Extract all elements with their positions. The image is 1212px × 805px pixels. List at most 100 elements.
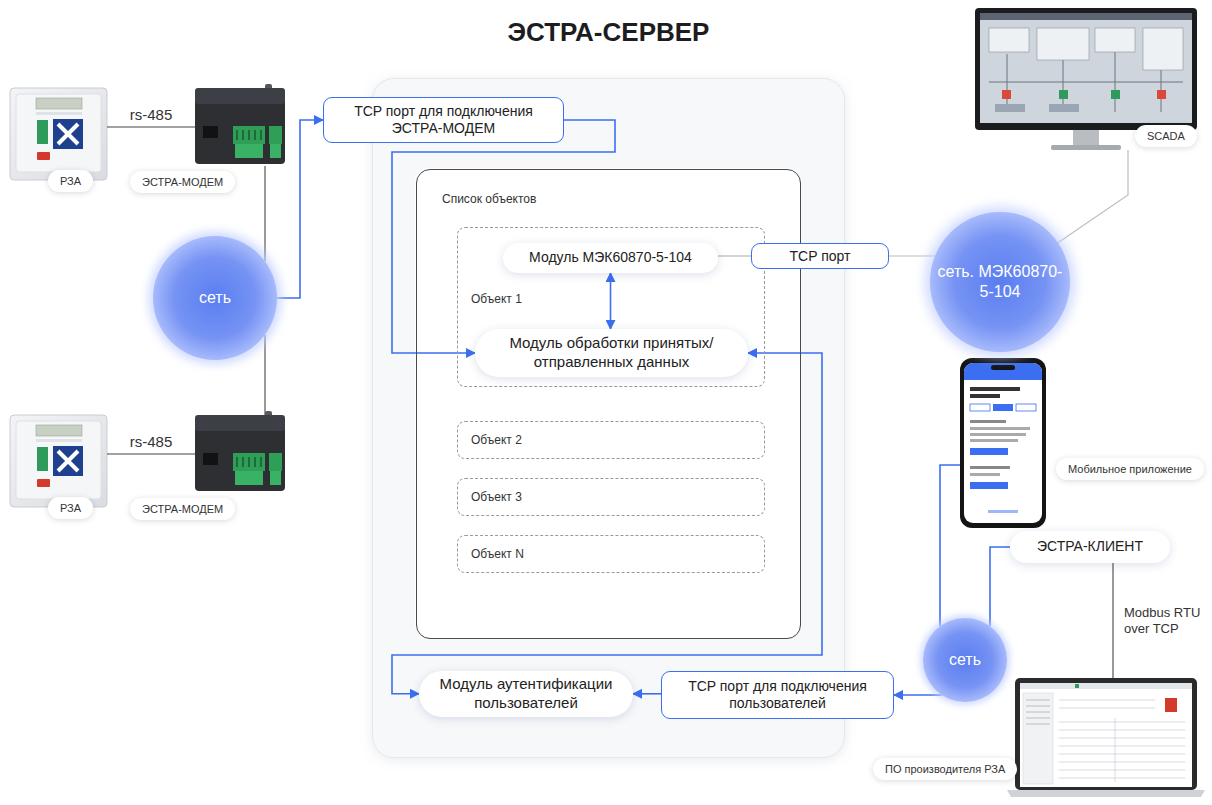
- node-label: Объект 1: [471, 292, 522, 306]
- modem-picture-part: [237, 457, 261, 467]
- phone-picture-part: [970, 394, 1000, 398]
- device-tag: ЭСТРА-МОДЕМ: [130, 498, 235, 520]
- monitor-picture-part: [1051, 145, 1121, 150]
- phone-picture-part: [993, 404, 1013, 411]
- label-box: Объект 2: [471, 433, 522, 447]
- relay-picture-part: [53, 119, 83, 149]
- device-tag: ПО производителя РЗА: [873, 758, 1017, 780]
- phone-picture-part: [970, 482, 1008, 489]
- phone-picture-part: [964, 363, 1042, 523]
- relay-picture-part: [10, 415, 107, 507]
- object-group: Объект 1 Модуль МЭК60870-5-104Модуль обра…: [457, 227, 765, 387]
- monitor-picture-part: [1095, 28, 1135, 52]
- relay-picture-part: [58, 451, 78, 471]
- connector: [940, 465, 960, 626]
- device-tag: ЭСТРА-МОДЕМ: [130, 171, 235, 193]
- modem-picture-part: [269, 453, 282, 471]
- phone-picture-part: [964, 363, 1042, 380]
- laptop: ПО производителя РЗА: [1015, 678, 1197, 798]
- edge-label-box: rs-485: [127, 106, 176, 124]
- circle-outline-part: [923, 618, 1007, 702]
- edge-label-box: rs-485: [127, 433, 176, 451]
- edge-label: rs-485: [130, 106, 173, 124]
- circle-outline: [930, 212, 1070, 352]
- modem-picture-part: [269, 126, 282, 144]
- laptop-picture-part: [1026, 700, 1050, 724]
- edge-label: rs-485: [130, 433, 173, 451]
- monitor-picture-part: [1073, 128, 1099, 147]
- modem-picture-part: [203, 126, 218, 138]
- node-label: ПО производителя РЗА: [885, 763, 1005, 775]
- modem-picture-part: [195, 415, 285, 431]
- phone-picture-part: [988, 510, 1018, 513]
- node-label: Объект 2: [471, 433, 522, 447]
- network-circle: сеть: [153, 236, 277, 360]
- node-label: SCADA: [1147, 130, 1185, 142]
- node-label: РЗА: [60, 175, 81, 187]
- modem-device: ЭСТРА-МОДЕМ: [195, 415, 285, 493]
- scada-monitor: SCADA: [975, 8, 1197, 150]
- phone-picture-part: [970, 420, 1006, 423]
- node-label: ЭСТРА-КЛИЕНТ: [1037, 538, 1143, 556]
- node-label: сеть: [949, 650, 981, 670]
- relay-picture-part: [36, 112, 82, 115]
- connector: [264, 335, 265, 415]
- modem-picture-part: [235, 471, 263, 485]
- phone-picture-part: [970, 427, 1030, 430]
- device-tag: РЗА: [48, 170, 93, 192]
- node-label: сеть: [199, 288, 231, 308]
- connector: [633, 693, 661, 695]
- node-label: ЭСТРА-МОДЕМ: [142, 176, 223, 188]
- phone-picture-part: [970, 448, 1008, 455]
- laptop-picture-part: [1023, 693, 1053, 784]
- modem-picture-part: [270, 471, 281, 485]
- label-box: Объект 1: [471, 292, 522, 306]
- monitor-picture-part: [975, 8, 1197, 130]
- object-list: Список объектовОбъект 1 Модуль МЭК60870-5…: [416, 169, 801, 639]
- laptop-picture-part: [1075, 684, 1079, 688]
- relay-picture-part: [10, 88, 107, 180]
- laptop-picture-part: [1059, 700, 1185, 782]
- phone-picture-part: [1016, 404, 1036, 411]
- connector: [889, 255, 935, 256]
- monitor-picture-part: [1157, 90, 1166, 99]
- node-label: Модуль обработки принятых/отправленных д…: [491, 334, 732, 372]
- network-circle: сеть: [923, 618, 1007, 702]
- network-circle: сеть. МЭК60870-5-104: [930, 212, 1070, 352]
- connector: [610, 273, 612, 329]
- node-label: TCP порт для подключения ЭСТРА-МОДЕМ: [340, 103, 547, 137]
- laptop-picture-part: [1015, 678, 1197, 790]
- relay-picture-part: [37, 152, 50, 160]
- connector: [1112, 563, 1113, 678]
- object-group: Объект 2: [457, 421, 765, 459]
- monitor-picture-part: [1002, 90, 1011, 99]
- connector: [894, 694, 942, 696]
- monitor-picture-part: [1037, 28, 1089, 60]
- relay-picture-part: [53, 446, 83, 476]
- phone-picture-part: [970, 387, 1020, 391]
- server-panel: ЭСТРА-СЕРВЕРTCP порт для подключения ЭСТ…: [372, 78, 845, 758]
- modem-picture-part: [203, 453, 218, 465]
- label-box: Объект N: [471, 547, 524, 561]
- label-box: Список объектов: [442, 192, 536, 206]
- modem-picture-part: [237, 130, 261, 140]
- edge-label: Modbus RTU over TCP: [1124, 605, 1204, 636]
- circle-outline-part: [149, 232, 282, 365]
- node-label: Объект 3: [471, 490, 522, 504]
- modem-picture-part: [270, 144, 281, 158]
- connector: [277, 120, 323, 298]
- phone-picture-part: [991, 365, 1015, 370]
- monitor-picture: [975, 8, 1197, 150]
- monitor-picture-part: [980, 13, 1192, 123]
- phone-picture: [960, 358, 1046, 528]
- module-pill: Модуль МЭК60870-5-104: [503, 243, 718, 273]
- node-label: Список объектов: [442, 192, 536, 206]
- modem-picture: [195, 84, 285, 164]
- monitor-picture-part: [989, 28, 1029, 52]
- monitor-picture-part: [1049, 104, 1079, 112]
- connector: [990, 547, 1010, 626]
- modem-picture-part: [233, 453, 265, 471]
- monitor-picture-part: [980, 13, 1192, 20]
- device-tag: РЗА: [48, 497, 93, 519]
